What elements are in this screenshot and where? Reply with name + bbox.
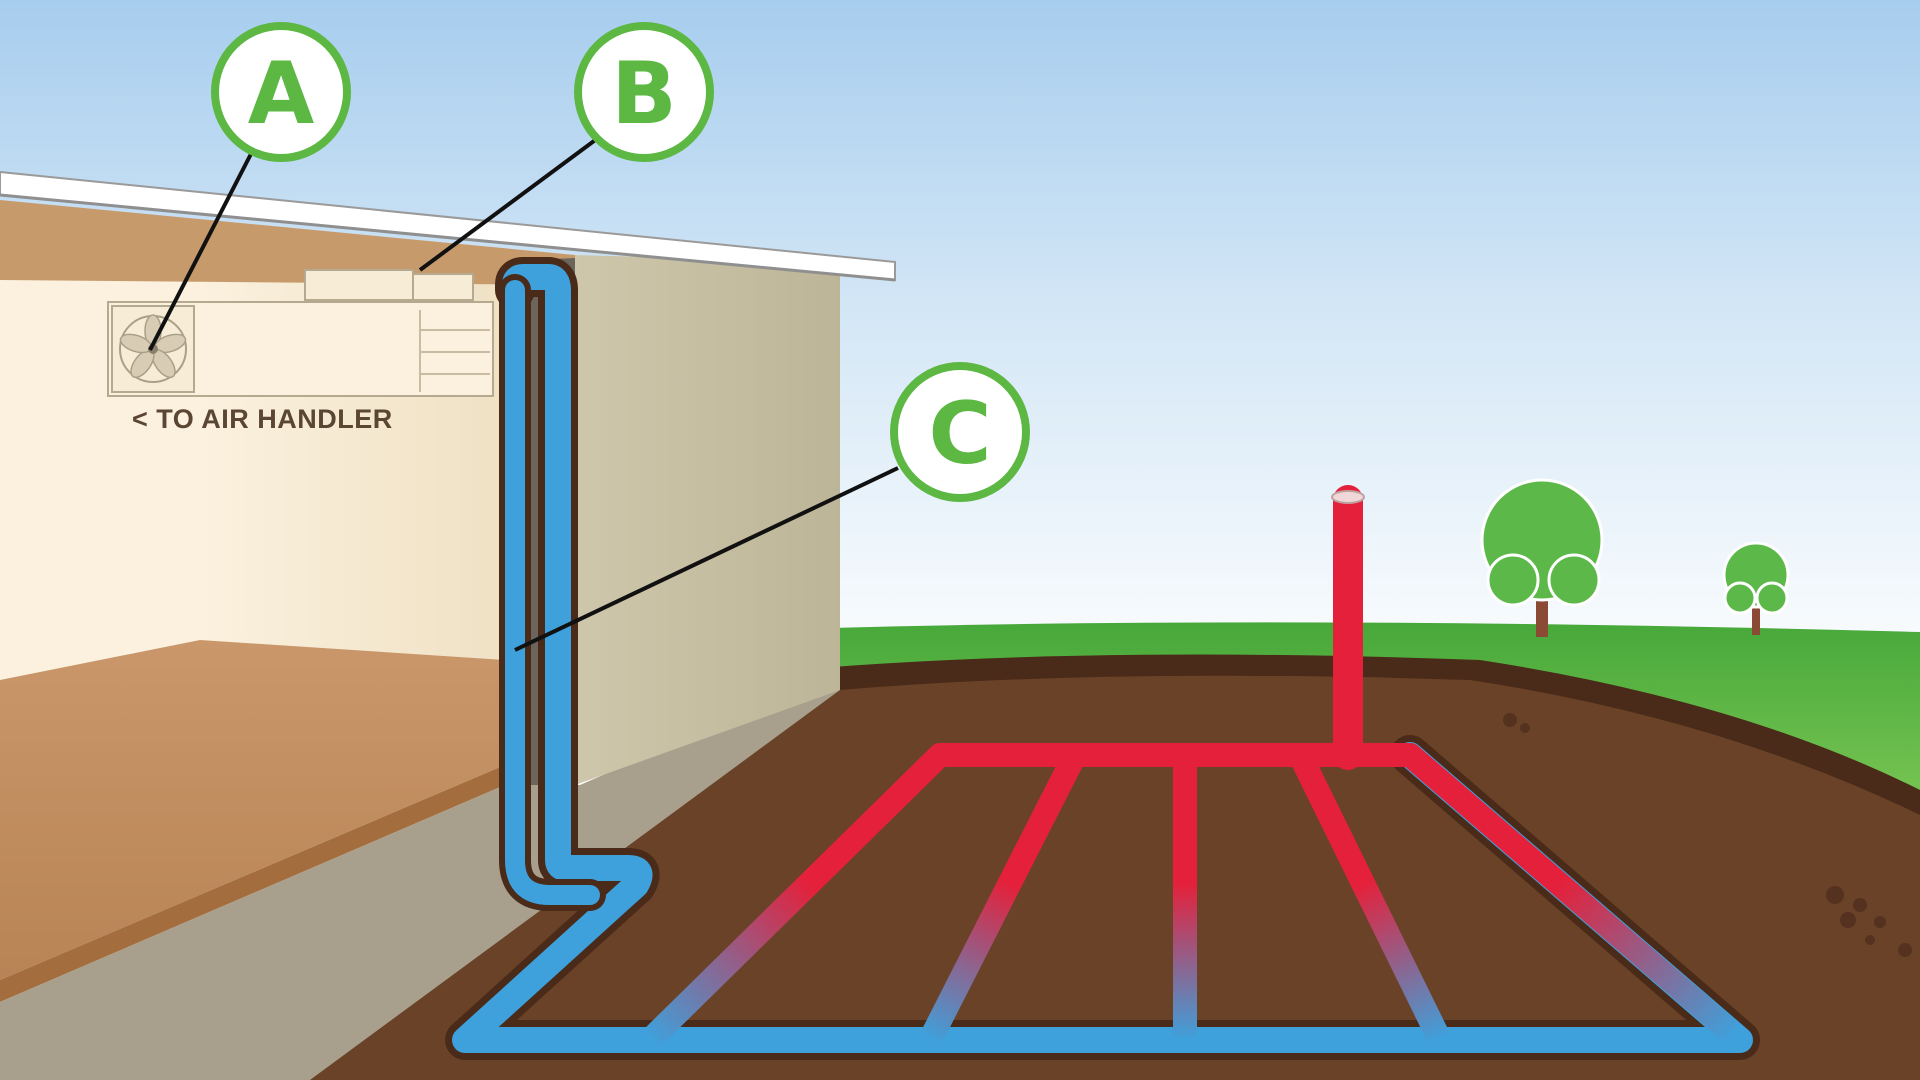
air-handler-caption: < TO AIR HANDLER bbox=[132, 404, 393, 434]
exterior-wall bbox=[575, 255, 840, 785]
tree-icon bbox=[1480, 478, 1604, 637]
callout-b: B bbox=[574, 22, 714, 162]
callout-c: C bbox=[890, 362, 1030, 502]
riser-cap bbox=[1331, 490, 1365, 504]
ground-loop bbox=[445, 257, 1760, 1060]
soil-speckles bbox=[1503, 713, 1912, 957]
callout-a: A bbox=[211, 22, 351, 162]
callout-c-label: C bbox=[928, 384, 991, 484]
tree-icon bbox=[1722, 541, 1790, 635]
foundation-slab bbox=[0, 680, 840, 1080]
leader-lines bbox=[148, 136, 899, 652]
callout-b-label: B bbox=[611, 44, 677, 144]
coil-grille bbox=[419, 310, 490, 392]
interior-floor bbox=[0, 640, 505, 980]
floor-edge bbox=[0, 765, 505, 1002]
air-handler-top bbox=[304, 269, 414, 301]
fan-icon bbox=[111, 305, 195, 393]
callout-a-label: A bbox=[248, 44, 315, 144]
